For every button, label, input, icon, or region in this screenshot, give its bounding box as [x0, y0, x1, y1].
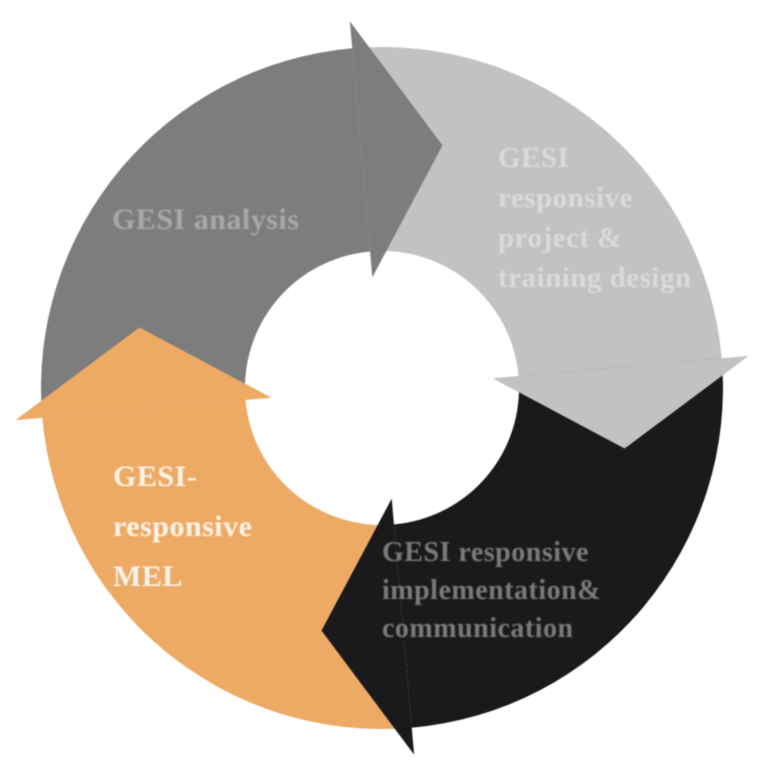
segment-arc-gesi-responsive-mel: [42, 399, 412, 729]
segment-arc-gesi-responsive-implementation-communication: [393, 358, 723, 728]
arrowhead-gesi-responsive-implementation-communication: [321, 498, 415, 755]
segment-arc-gesi-responsive-project-training-design: [352, 47, 722, 377]
arrowhead-gesi-responsive-project-training-design: [492, 355, 749, 449]
segment-arc-gesi-analysis: [41, 48, 371, 418]
arrowhead-gesi-analysis: [349, 21, 443, 278]
arrowhead-gesi-responsive-mel: [15, 327, 272, 421]
